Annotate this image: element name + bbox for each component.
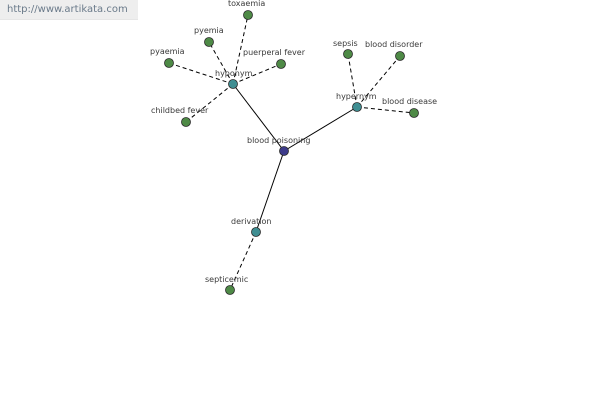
site-url-label[interactable]: http://www.artikata.com <box>0 0 138 20</box>
term-label-blood_disorder: blood disorder <box>365 40 423 49</box>
edge-hyponym-puerperal_fever <box>232 63 282 85</box>
term-label-sepsis: sepsis <box>333 39 358 48</box>
relation-label-derivation: derivation <box>231 217 271 226</box>
term-node-pyemia[interactable] <box>204 37 214 47</box>
term-node-toxaemia[interactable] <box>243 10 253 20</box>
edge-hyponym-toxaemia <box>232 14 249 85</box>
term-label-childbed_fever: childbed fever <box>151 106 209 115</box>
term-node-blood_disorder[interactable] <box>395 51 405 61</box>
edge-hypernym-sepsis <box>347 53 358 108</box>
relation-label-hyponym: hyponym <box>215 69 253 78</box>
term-node-childbed_fever[interactable] <box>181 117 191 127</box>
edge-root-derivation <box>255 150 285 233</box>
term-label-blood_disease: blood disease <box>382 97 437 106</box>
term-label-toxaemia: toxaemia <box>228 0 265 8</box>
term-label-puerperal_fever: puerperal fever <box>243 48 306 57</box>
graph-nodes <box>164 10 419 295</box>
graph-edges <box>168 14 415 291</box>
root-node[interactable] <box>279 146 289 156</box>
term-node-septicemic[interactable] <box>225 285 235 295</box>
term-node-blood_disease[interactable] <box>409 108 419 118</box>
edge-hyponym-pyemia <box>208 41 234 85</box>
edge-root-hypernym <box>283 106 358 152</box>
term-label-pyemia: pyemia <box>194 26 224 35</box>
edge-derivation-septicemic <box>229 231 257 291</box>
term-label-septicemic: septicemic <box>205 275 248 284</box>
edge-root-hyponym <box>232 83 285 152</box>
graph-labels: toxaemia pyemia pyaemia puerperal fever chil… <box>150 0 437 284</box>
edge-hyponym-pyaemia <box>168 62 234 85</box>
relation-label-hypernym: hypernym <box>336 92 377 101</box>
relation-node-derivation[interactable] <box>251 227 261 237</box>
term-node-puerperal_fever[interactable] <box>276 59 286 69</box>
term-label-pyaemia: pyaemia <box>150 47 185 56</box>
root-label: blood poisoning <box>247 136 310 145</box>
relation-node-hypernym[interactable] <box>352 102 362 112</box>
edge-hyponym-childbed_fever <box>185 83 234 123</box>
edge-hypernym-blood_disease <box>356 106 415 114</box>
term-node-pyaemia[interactable] <box>164 58 174 68</box>
relation-node-hyponym[interactable] <box>228 79 238 89</box>
term-node-sepsis[interactable] <box>343 49 353 59</box>
